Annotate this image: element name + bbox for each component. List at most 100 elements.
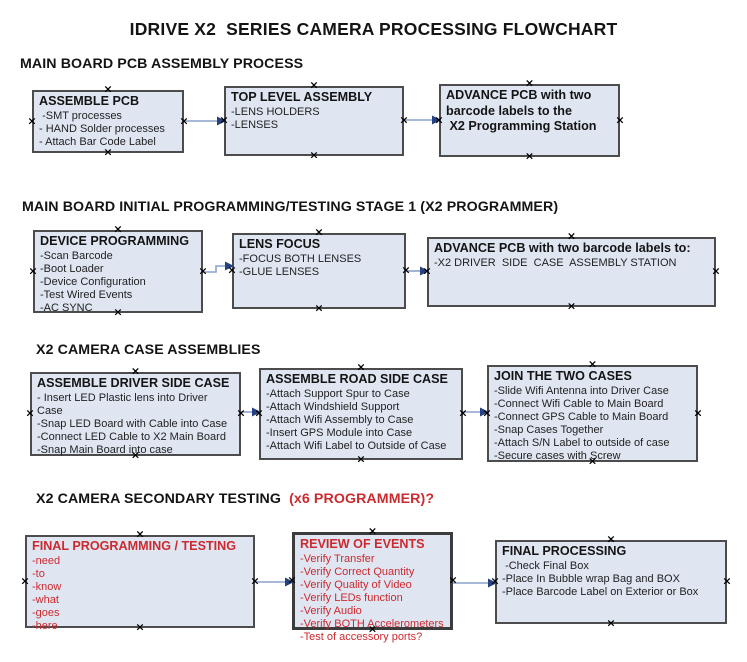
selection-handle-icon: × [179,114,189,127]
box-item: -Snap LED Board with Cable into Case [37,417,228,430]
selection-handle-icon: × [490,574,500,588]
selection-handle-icon: × [135,620,145,634]
box-item: -Slide Wifi Antenna into Driver Case [494,384,669,397]
box-title: LENS FOCUS [239,237,321,251]
box-item: -Test Wired Events [40,288,133,301]
box-item: -Attach Wifi Assembly to Case [266,413,414,426]
box-title: DEVICE PROGRAMMING [40,234,190,248]
box-title: JOIN THE TWO CASES [494,369,632,383]
flow-box: LENS FOCUS-FOCUS BOTH LENSES-GLUE LENSES [232,233,406,309]
selection-handle-icon: × [135,527,145,541]
section-heading-part: MAIN BOARD INITIAL PROGRAMMING/TESTING S… [22,199,559,215]
box-item: -Verify LEDs function [300,591,403,604]
box-item: -Attach Wifi Label to Outside of Case [266,439,447,452]
selection-handle-icon: × [606,616,616,630]
box-item: -what [32,593,59,606]
box-title: FINAL PROCESSING [502,544,627,558]
selection-handle-icon: × [250,574,260,587]
selection-handle-icon: × [198,264,208,277]
box-item: -FOCUS BOTH LENSES [239,252,362,265]
selection-handle-icon: × [711,264,721,278]
selection-handle-icon: × [113,305,123,319]
box-item: -Attach S/N Label to outside of case [494,436,670,449]
box-item: -to [32,567,45,580]
selection-handle-icon: × [587,357,598,371]
selection-handle-icon: × [287,573,297,587]
flow-box: TOP LEVEL ASSEMBLY-LENS HOLDERS-LENSES [224,86,404,156]
box-item: -X2 DRIVER SIDE CASE ASSEMBLY STATION [434,256,677,269]
box-item: -Verify BOTH Accelerometers [300,617,444,630]
box-item: -Verify Audio [300,604,362,617]
box-title: ADVANCE PCB with two barcode labels to t… [446,88,597,133]
box-item: -Scan Barcode [40,249,113,262]
box-item: -Device Configuration [40,275,146,288]
section-heading: X2 CAMERA CASE ASSEMBLIES [36,342,261,358]
selection-handle-icon: × [314,225,324,239]
box-item: -Boot Loader [40,262,104,275]
box-item: -SMT processes [39,109,122,122]
box-item: -goes [32,606,60,619]
box-title: TOP LEVEL ASSEMBLY [231,90,373,104]
selection-handle-icon: × [130,448,141,462]
box-item: - HAND Solder processes [39,122,165,135]
selection-handle-icon: × [399,113,409,127]
selection-handle-icon: × [219,113,229,127]
box-title: FINAL PROGRAMMING / TESTING [32,539,237,553]
selection-handle-icon: × [422,264,432,278]
section-heading: MAIN BOARD INITIAL PROGRAMMING/TESTING S… [22,199,558,215]
box-item: -Secure cases with Screw [494,449,621,462]
selection-handle-icon: × [27,114,37,127]
selection-handle-icon: × [309,78,319,92]
selection-handle-icon: × [25,406,35,420]
box-item: -Connect Wifi Cable to Main Board [494,397,664,410]
box-item: -Connect LED Cable to X2 Main Board [37,430,226,443]
flow-box: ADVANCE PCB with two barcode labels to:-… [427,237,716,307]
selection-handle-icon: × [458,406,468,420]
selection-handle-icon: × [236,406,246,420]
box-item: -here [32,619,58,632]
box-item: -Connect GPS Cable to Main Board [494,410,669,423]
selection-handle-icon: × [482,406,492,419]
flow-box: REVIEW OF EVENTS-Verify Transfer-Verify … [292,532,453,643]
selection-handle-icon: × [20,574,30,587]
flow-box: DEVICE PROGRAMMING-Scan Barcode-Boot Loa… [33,230,203,314]
box-item: - Insert LED Plastic lens into Driver Ca… [37,391,211,417]
box-item: -Attach Windshield Support [266,400,400,413]
page-title: IDRIVE X2 SERIES CAMERA PROCESSING FLOWC… [129,19,618,39]
selection-handle-icon: × [524,76,535,90]
section-heading-part: X2 CAMERA CASE ASSEMBLIES [36,342,261,358]
selection-handle-icon: × [254,406,264,420]
selection-handle-icon: × [103,145,113,159]
box-item: -Verify Transfer [300,552,375,565]
selection-handle-icon: × [356,360,366,374]
section-heading: MAIN BOARD PCB ASSEMBLY PROCESS [20,56,303,72]
selection-handle-icon: × [524,149,535,163]
selection-handle-icon: × [103,82,113,96]
box-item: -LENSES [231,118,279,131]
box-title: ASSEMBLE DRIVER SIDE CASE [37,376,230,390]
box-item: -Attach Support Spur to Case [266,387,410,400]
box-title: ASSEMBLE ROAD SIDE CASE [266,372,448,386]
selection-handle-icon: × [130,364,141,378]
box-item: -AC SYNC [40,301,93,314]
selection-handle-icon: × [367,524,378,538]
flow-box: FINAL PROGRAMMING / TESTING-need-to-know… [25,535,255,632]
box-item: -need [32,554,61,567]
box-item: - Attach Bar Code Label [39,135,156,148]
box-item: -LENS HOLDERS [231,105,320,118]
box-item: -Insert GPS Module into Case [266,426,413,439]
flow-box: ASSEMBLE DRIVER SIDE CASE- Insert LED Pl… [30,372,241,456]
selection-handle-icon: × [566,229,577,243]
selection-handle-icon: × [434,113,444,126]
selection-handle-icon: × [309,148,319,162]
box-item: -Check Final Box [502,559,589,572]
box-item: -Verify Quality of Video [300,578,412,591]
selection-handle-icon: × [693,406,703,419]
selection-handle-icon: × [587,454,598,468]
selection-handle-icon: × [113,222,123,236]
flow-box: JOIN THE TWO CASES-Slide Wifi Antenna in… [487,365,698,462]
box-item: -Test of accessory ports? [300,631,423,644]
box-item: -Snap Cases Together [494,423,604,436]
box-item: -Snap Main Board into case [37,443,173,456]
